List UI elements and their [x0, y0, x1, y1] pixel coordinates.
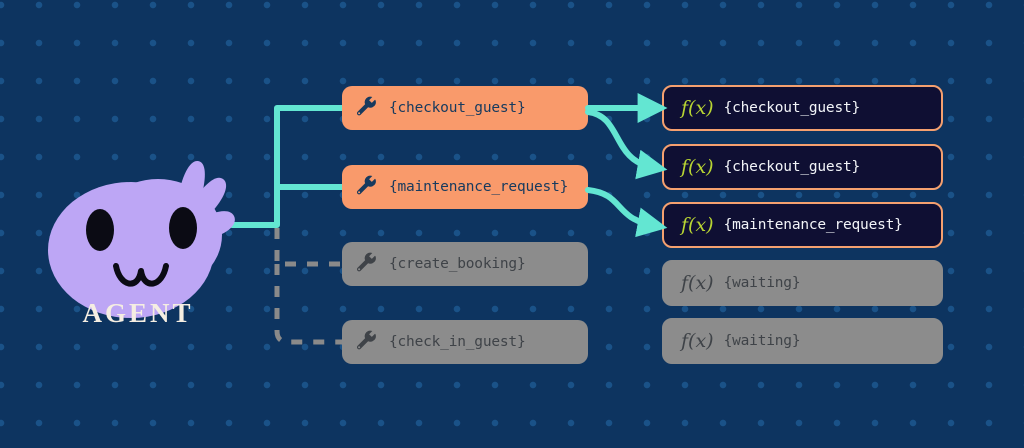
- agent-avatar: [38, 140, 253, 340]
- result-card-checkout-guest-2[interactable]: f(x) {checkout_guest}: [662, 144, 943, 190]
- wrench-icon: [356, 96, 376, 116]
- wrench-icon: [356, 252, 376, 272]
- tool-card-label: {maintenance_request}: [389, 179, 569, 195]
- result-card-waiting-1[interactable]: f(x) {waiting}: [662, 260, 943, 306]
- tool-card-label: {checkout_guest}: [389, 100, 526, 116]
- result-card-checkout-guest-1[interactable]: f(x) {checkout_guest}: [662, 85, 943, 131]
- tool-card-label: {create_booking}: [389, 256, 526, 272]
- wrench-icon: [356, 330, 376, 350]
- connector-agent-to-check-in-guest: [274, 264, 342, 345]
- result-card-label: {checkout_guest}: [723, 159, 861, 175]
- fx-symbol: f(x): [681, 330, 714, 352]
- connector-agent-to-checkout-guest: [229, 105, 345, 228]
- agent-label: AGENT: [82, 298, 194, 328]
- wrench-icon: [356, 175, 376, 195]
- arrow-checkout-guest-to-result-2: [585, 109, 668, 180]
- tool-card-check-in-guest[interactable]: {check_in_guest}: [342, 320, 588, 364]
- result-card-maintenance-request[interactable]: f(x) {maintenance_request}: [662, 202, 943, 248]
- tool-card-checkout-guest[interactable]: {checkout_guest}: [342, 86, 588, 130]
- result-card-label: {maintenance_request}: [723, 217, 903, 233]
- arrow-maintenance-request-to-result-3: [585, 187, 668, 238]
- tool-card-maintenance-request[interactable]: {maintenance_request}: [342, 165, 588, 209]
- agent-eye-right: [169, 207, 197, 249]
- fx-symbol: f(x): [681, 272, 714, 294]
- result-card-waiting-2[interactable]: f(x) {waiting}: [662, 318, 943, 364]
- agent-eye-left: [86, 209, 114, 251]
- tool-card-label: {check_in_guest}: [389, 334, 526, 350]
- tool-card-create-booking[interactable]: {create_booking}: [342, 242, 588, 286]
- agent-smile: [113, 263, 169, 287]
- agent-blob-mascot: [48, 160, 235, 318]
- fx-symbol: f(x): [681, 156, 714, 178]
- result-card-label: {waiting}: [723, 275, 801, 291]
- result-card-label: {waiting}: [723, 333, 801, 349]
- result-card-label: {checkout_guest}: [723, 100, 861, 116]
- fx-symbol: f(x): [681, 214, 714, 236]
- fx-symbol: f(x): [681, 97, 714, 119]
